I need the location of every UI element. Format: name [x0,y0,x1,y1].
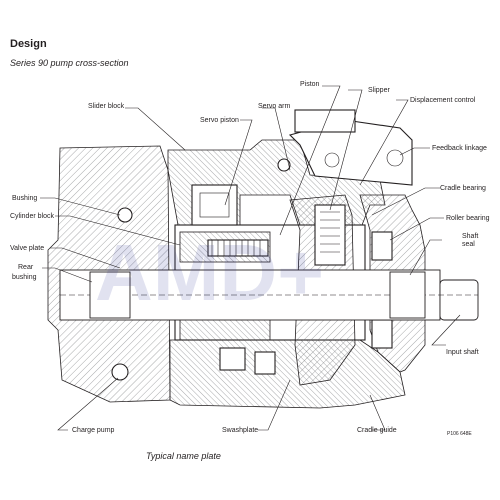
label-roller-bearing: Roller bearing [446,215,490,222]
label-cradle-guide: Cradle guide [357,427,397,434]
slipper [314,204,346,266]
label-valve-plate: Valve plate [10,245,44,252]
servo-piston-box [191,184,238,226]
displacement-control-block [288,119,413,186]
label-slider-block: Slider block [88,103,125,110]
pump-body [47,109,479,409]
shaft-seal [389,271,426,319]
label-displacement-control: Displacement control [410,97,476,104]
charge-pump-circle [111,363,129,381]
label-swashplate: Swashplate [222,427,258,434]
cylinder-block-lower [179,317,271,341]
bushing-circle [117,207,133,223]
section-heading: Design [10,38,47,50]
input-shaft [439,279,479,321]
label-cylinder-block: Cylinder block [10,213,54,220]
label-feedback-linkage: Feedback linkage [432,145,487,152]
label-piston: Piston [300,81,320,88]
footer-caption: Typical name plate [146,451,221,461]
label-bushing: Bushing [12,195,37,202]
label-shaft: Shaft [462,233,478,240]
label-slipper: Slipper [368,87,390,94]
label-cradle-bearing: Cradle bearing [440,185,486,192]
label-servo-piston: Servo piston [200,117,239,124]
roller-bearing-upper [371,231,393,261]
control-top-block [294,109,356,133]
figure-caption: Series 90 pump cross-section [10,58,129,68]
label-servo-arm: Servo arm [258,103,290,110]
piston-upper [207,239,269,257]
servo-arm-pivot [277,158,291,172]
housing-lower [169,339,406,409]
label-seal: seal [462,241,475,248]
label-rear: Rear [18,264,34,271]
label-rear-bushing: bushing [12,274,37,281]
label-input-shaft: Input shaft [446,349,479,356]
rear-bushing [89,271,131,319]
figure-code: P106 648E [447,431,472,437]
watermark-text: AMD+ [95,228,324,317]
label-charge-pump: Charge pump [72,427,115,434]
roller-bearing-lower [371,319,393,349]
leader-lines [40,85,461,431]
feedback-linkage-pin [386,149,404,167]
